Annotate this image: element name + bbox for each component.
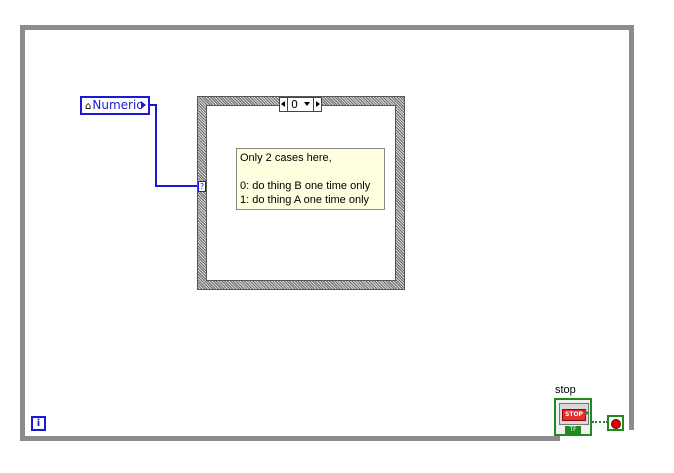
case-selector-value: 0	[291, 98, 298, 111]
case-increment-button[interactable]	[313, 98, 321, 111]
numeric-wire-segment[interactable]	[155, 185, 199, 187]
comment-box[interactable]: Only 2 cases here, 0: do thing B one tim…	[236, 148, 385, 210]
stop-condition-icon[interactable]	[607, 415, 624, 431]
case-selector-label[interactable]: 0	[279, 97, 322, 112]
output-arrow-icon	[585, 410, 589, 416]
question-mark-icon[interactable]: ?	[198, 181, 206, 192]
case-decrement-button[interactable]	[280, 98, 288, 111]
numeric-label: Numeric	[92, 98, 143, 112]
house-icon: ⌂	[85, 101, 92, 112]
info-icon[interactable]: i	[31, 416, 46, 431]
comment-line: 1: do thing A one time only	[240, 194, 370, 206]
comment-line: 0: do thing B one time only	[240, 180, 371, 192]
right-arrow-icon	[316, 101, 320, 107]
comment-line: Only 2 cases here,	[240, 152, 332, 164]
stop-condition-dot	[612, 420, 620, 428]
boolean-wire[interactable]	[592, 421, 608, 423]
stop-label: stop	[555, 384, 576, 396]
output-arrow-icon	[141, 101, 146, 109]
numeric-wire-segment[interactable]	[150, 104, 157, 106]
chevron-down-icon[interactable]	[304, 102, 310, 106]
while-loop-frame[interactable]	[20, 25, 634, 441]
stop-button-frame: STOP	[559, 403, 589, 425]
numeric-control-terminal[interactable]: ⌂Numeric	[80, 96, 150, 115]
left-arrow-icon	[281, 101, 285, 107]
numeric-wire-segment[interactable]	[155, 104, 157, 187]
comment-line	[240, 165, 381, 179]
stop-boolean-terminal[interactable]: STOP TF	[554, 398, 592, 436]
boolean-type-badge: TF	[565, 426, 581, 434]
stop-sign-icon: STOP	[562, 409, 586, 421]
